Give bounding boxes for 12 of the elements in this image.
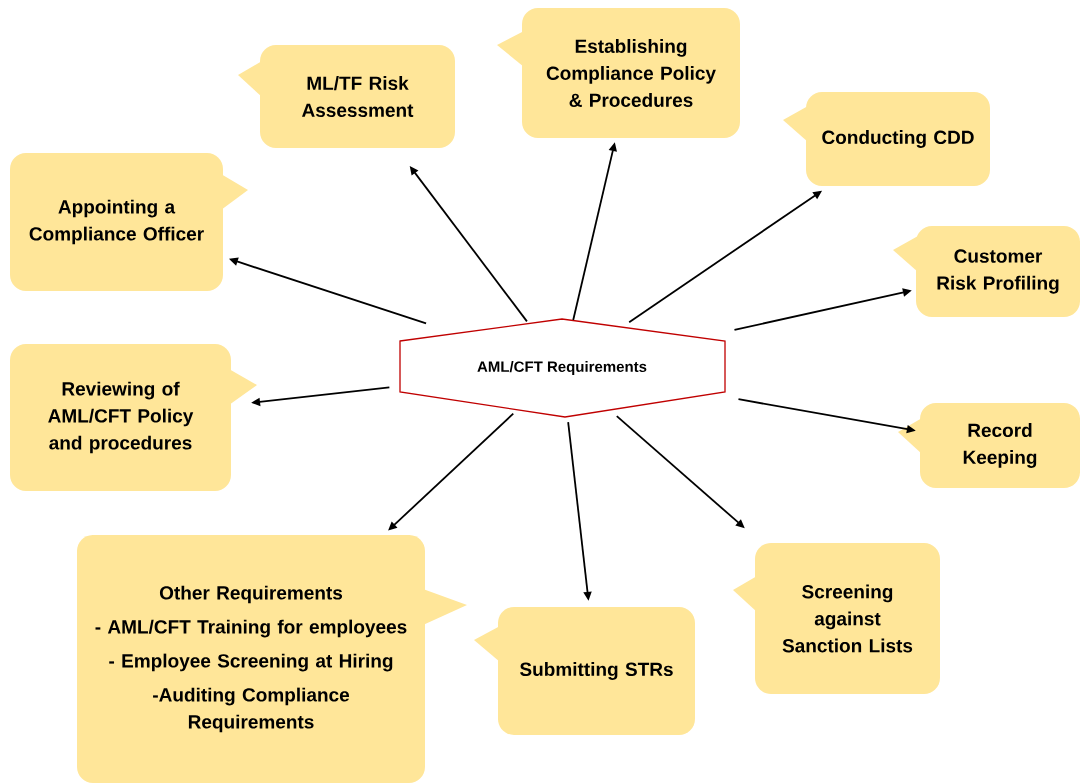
callout-box: ML/TF Risk Assessment [238,45,455,148]
callout-box: Submitting STRs [474,607,695,735]
callout-box: Customer Risk Profiling [893,226,1080,317]
callout-box: Reviewing of AML/CFT Policy and procedures [10,344,257,491]
callout-box: Establishing Compliance Policy & Procedures [497,8,740,138]
callout-box: Record Keeping [898,403,1080,488]
callout-box: Other Requirements - AML/CFT Training for employees - Employee Screening at Hiring -Auditing Compliance Requirements [77,535,467,783]
callout-box: Conducting CDD [783,92,990,186]
callout-box: Appointing a Compliance Officer [10,153,248,291]
hexagon: AML/CFT Requirements [399,318,726,418]
callout-box: Screening against Sanction Lists [733,543,940,694]
arrow [388,412,515,531]
